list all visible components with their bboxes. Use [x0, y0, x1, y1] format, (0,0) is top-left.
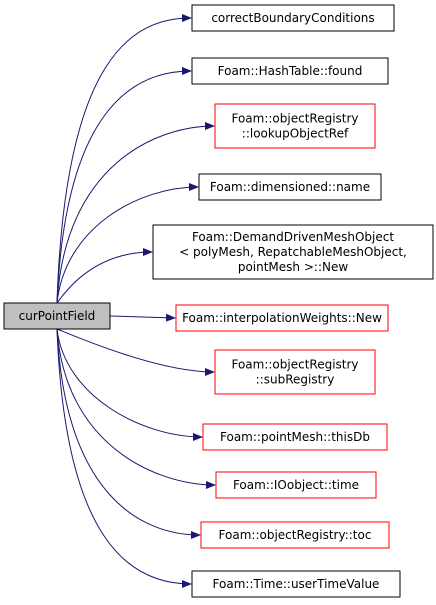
callee-node[interactable]: Foam::objectRegistry::subRegistry [214, 349, 376, 395]
call-edges [56, 14, 216, 588]
call-edge [109, 313, 176, 322]
callee-node[interactable]: correctBoundaryConditions [191, 4, 395, 32]
callee-node-label: Foam::DemandDrivenMeshObject [192, 230, 394, 244]
source-node-label: curPointField [19, 309, 96, 323]
call-edge [56, 328, 201, 539]
call-edge [56, 14, 192, 304]
callee-node-box [198, 173, 382, 201]
callee-node-box [191, 570, 401, 598]
callee-node[interactable]: Foam::pointMesh::thisDb [202, 423, 388, 451]
callee-node-box [214, 103, 376, 149]
call-edge [56, 67, 192, 304]
callee-node-label: Foam::HashTable::found [218, 64, 363, 78]
call-edge [56, 328, 216, 489]
callee-node-box [191, 57, 389, 85]
graph-nodes: curPointField correctBoundaryConditionsFo… [3, 4, 434, 598]
callee-node[interactable]: Foam::HashTable::found [191, 57, 389, 85]
callee-node-label: ::subRegistry [256, 373, 335, 387]
callee-node-label: Foam::pointMesh::thisDb [220, 430, 370, 444]
call-edge [56, 248, 153, 304]
callee-node[interactable]: Foam::objectRegistry::toc [200, 521, 390, 549]
callee-node-label: Foam::objectRegistry::toc [219, 528, 372, 542]
callee-node[interactable]: Foam::interpolationWeights::New [175, 304, 389, 332]
source-node-box [3, 302, 111, 330]
callee-node-label: Foam::objectRegistry [231, 358, 358, 372]
callee-node-label: < polyMesh, RepatchableMeshObject, [179, 245, 407, 259]
callee-node-box [202, 423, 388, 451]
callee-node[interactable]: Foam::IOobject::time [215, 471, 377, 499]
callee-node-box [200, 521, 390, 549]
call-edge [56, 122, 215, 304]
callee-node-box [175, 304, 389, 332]
call-edge [56, 328, 215, 376]
callee-node-label: Foam::Time::userTimeValue [213, 577, 380, 591]
callee-node-label: correctBoundaryConditions [211, 11, 374, 25]
callee-node-label: Foam::dimensioned::name [210, 180, 370, 194]
callee-node-box [152, 224, 434, 280]
callee-node[interactable]: Foam::Time::userTimeValue [191, 570, 401, 598]
callee-node-label: Foam::objectRegistry [231, 112, 358, 126]
callee-node[interactable]: Foam::objectRegistry::lookupObjectRef [214, 103, 376, 149]
call-edge [56, 328, 203, 441]
callee-node-box [191, 4, 395, 32]
callee-node-box [215, 471, 377, 499]
callee-node-label: pointMesh >::New [238, 260, 349, 274]
callee-node-label: ::lookupObjectRef [242, 127, 349, 141]
callee-node[interactable]: Foam::DemandDrivenMeshObject< polyMesh, … [152, 224, 434, 280]
callee-node-box [214, 349, 376, 395]
source-node[interactable]: curPointField [3, 302, 111, 330]
callee-node-label: Foam::IOobject::time [233, 478, 359, 492]
callee-node[interactable]: Foam::dimensioned::name [198, 173, 382, 201]
call-edge [56, 183, 199, 304]
callee-node-label: Foam::interpolationWeights::New [182, 311, 382, 325]
call-edge [56, 328, 192, 588]
